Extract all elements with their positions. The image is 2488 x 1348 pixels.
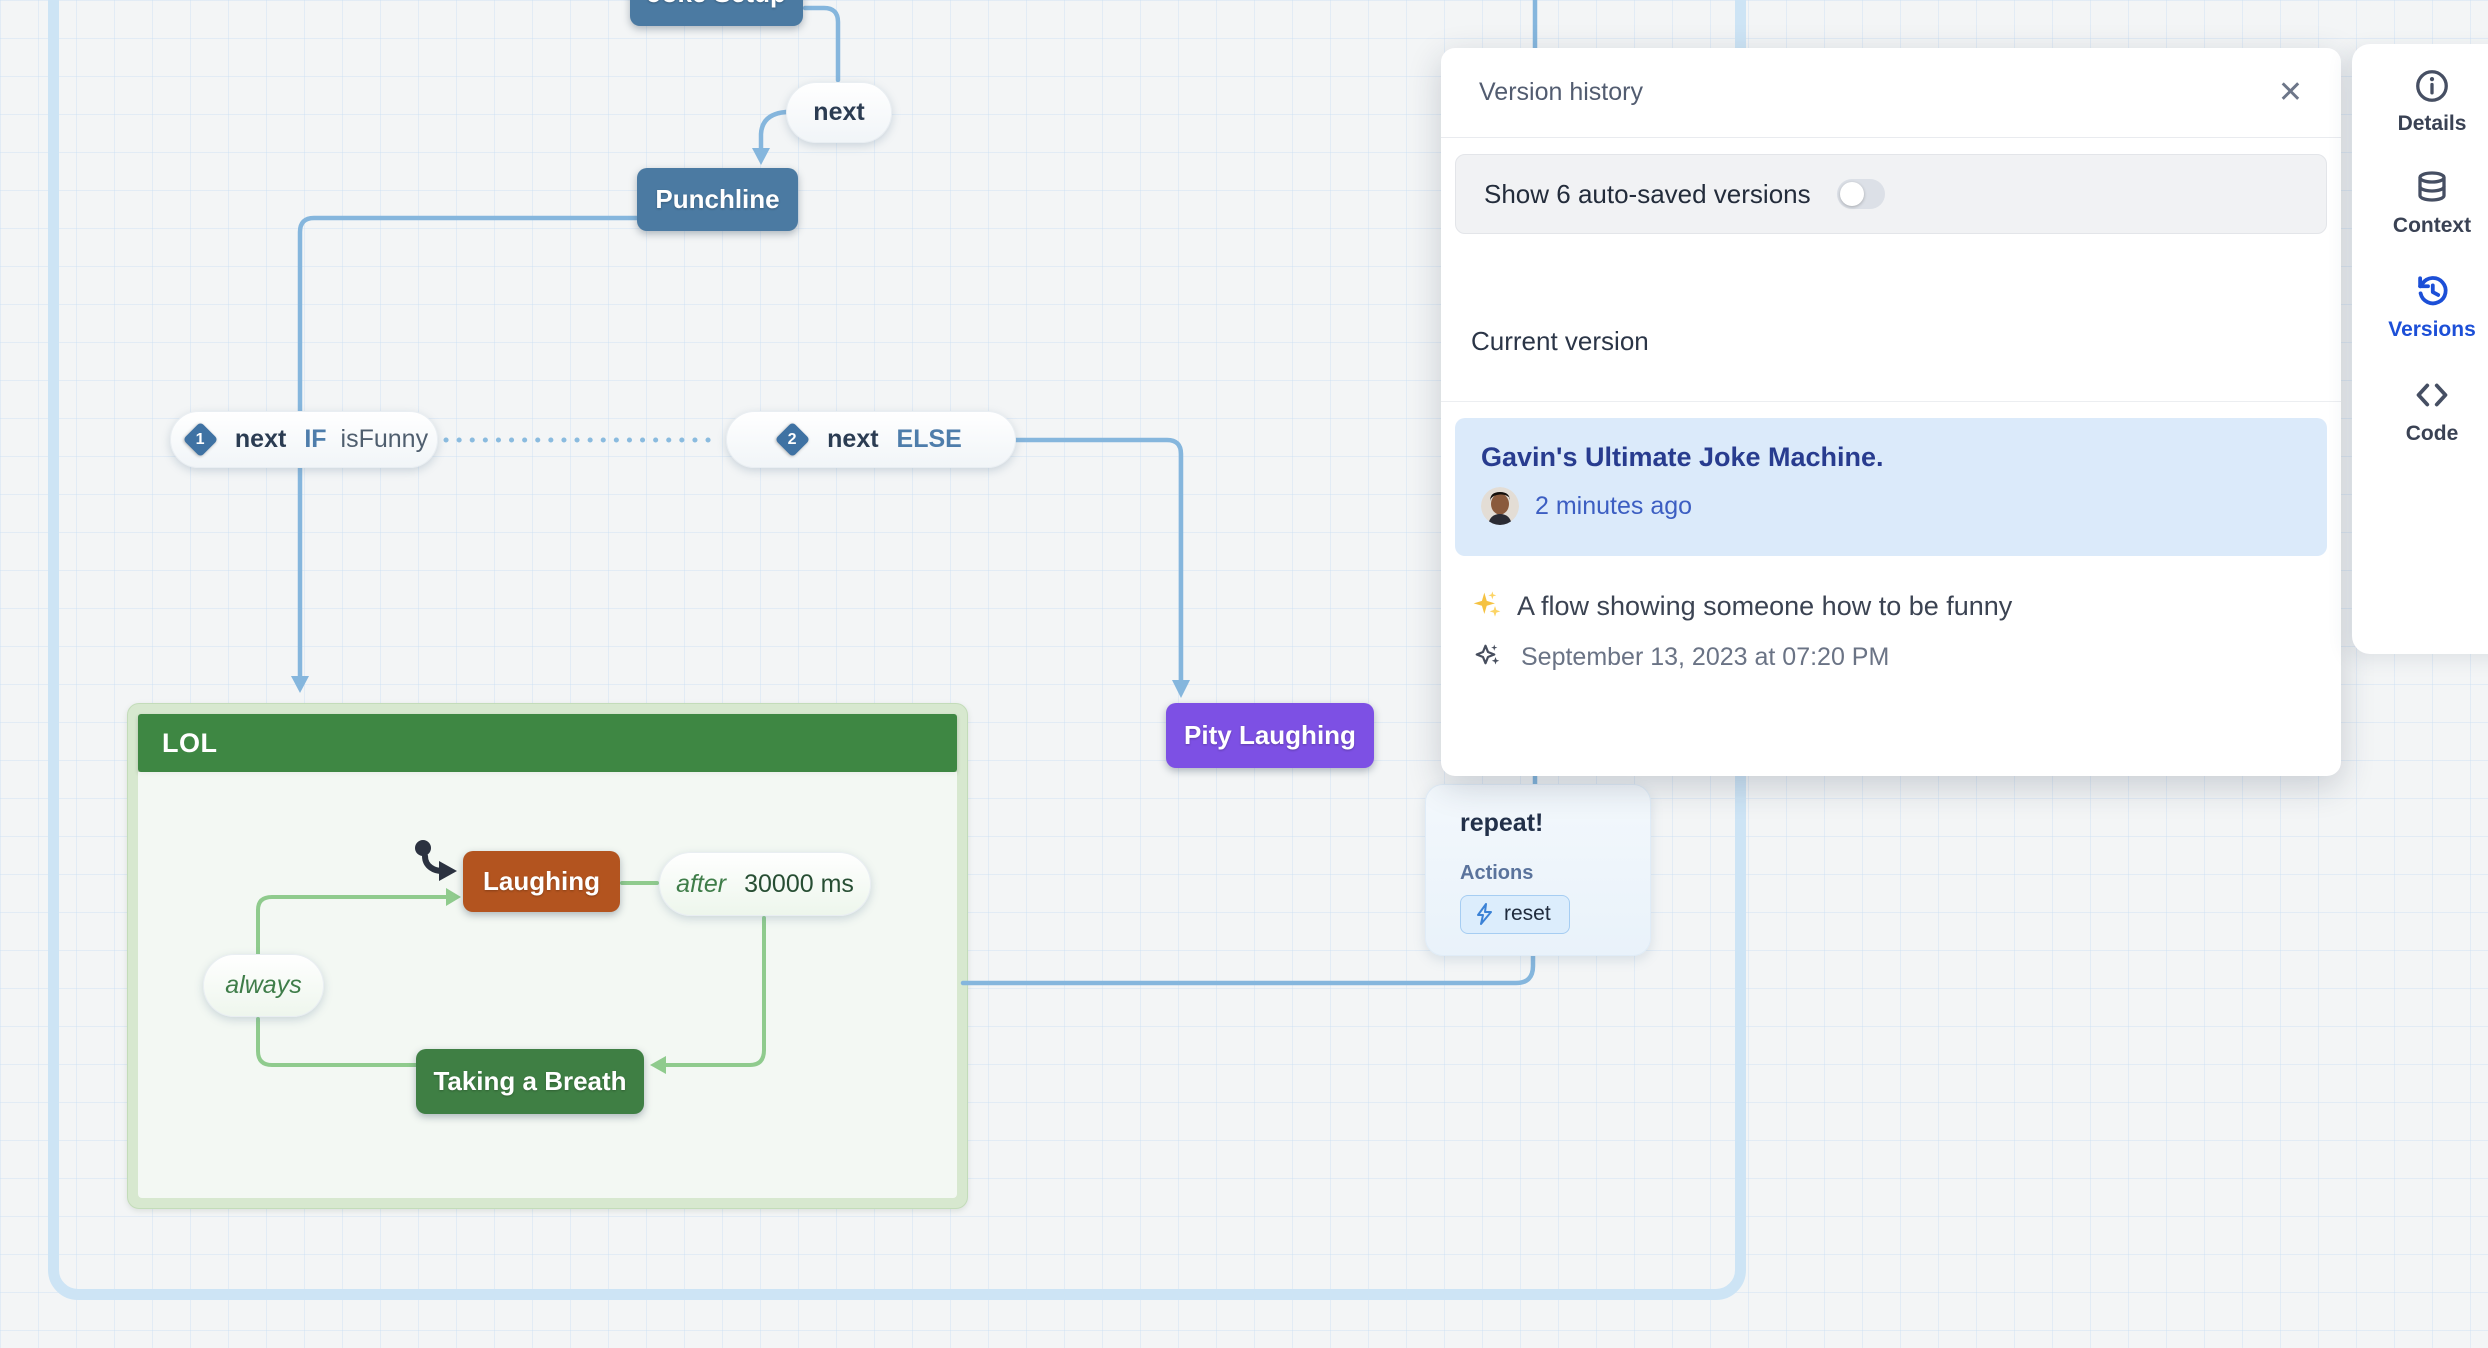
transition-pill-if-isfunny[interactable]: 1 next IF isFunny — [170, 411, 438, 468]
version-date: September 13, 2023 at 07:20 PM — [1521, 642, 1890, 671]
code-icon — [2416, 383, 2448, 407]
version-panel-header: Version history ✕ — [1441, 48, 2341, 138]
current-version-heading: Current version — [1471, 326, 1649, 356]
lol-group-label: LOL — [162, 727, 218, 758]
version-history-panel: Version history ✕ Show 6 auto-saved vers… — [1441, 48, 2341, 776]
database-icon — [2418, 171, 2446, 202]
auto-saved-toggle-label: Show 6 auto-saved versions — [1484, 178, 1811, 209]
sparkles-emoji-icon — [1473, 591, 1501, 617]
lightning-bolt-icon — [1477, 903, 1492, 925]
history-icon — [2418, 276, 2448, 306]
auto-saved-toggle[interactable] — [1836, 179, 1885, 209]
taking-a-breath-label: Taking a Breath — [433, 1066, 627, 1096]
next-label: next — [813, 98, 865, 126]
toolbar-item-versions[interactable]: Versions — [2352, 272, 2488, 342]
repeat-event-title: repeat! — [1460, 809, 1544, 837]
auto-saved-toggle-row: Show 6 auto-saved versions — [1455, 154, 2327, 234]
event-card-repeat[interactable]: repeat! Actions reset — [1425, 784, 1651, 956]
lol-group-header[interactable]: LOL — [138, 714, 957, 772]
punchline-label: Punchline — [655, 184, 780, 214]
pity-laughing-label: Pity Laughing — [1184, 720, 1356, 750]
state-node-taking-a-breath[interactable]: Taking a Breath — [416, 1049, 644, 1114]
if-keyword: IF — [304, 425, 327, 453]
state-node-laughing[interactable]: Laughing — [463, 851, 620, 912]
laughing-label: Laughing — [483, 866, 600, 896]
divider — [1441, 401, 2341, 402]
info-icon — [2416, 70, 2448, 102]
else-keyword: ELSE — [896, 425, 962, 453]
reset-action-chip[interactable]: reset — [1460, 895, 1570, 934]
reset-action-label: reset — [1504, 902, 1551, 925]
order-badge-1: 1 — [182, 421, 219, 458]
toolbar-item-context[interactable]: Context — [2352, 170, 2488, 238]
transition-pill-always[interactable]: always — [203, 954, 324, 1017]
transition-pill-else[interactable]: 2 next ELSE — [726, 411, 1016, 468]
close-icon[interactable]: ✕ — [2277, 75, 2303, 109]
transition-pill-after-delay[interactable]: after 30000 ms — [659, 852, 871, 916]
state-node-joke-setup[interactable]: Joke Setup — [630, 0, 803, 26]
toolbar-item-details[interactable]: Details — [2352, 68, 2488, 136]
version-panel-title: Version history — [1479, 78, 1643, 106]
else-event-label: next — [827, 425, 879, 453]
state-node-punchline[interactable]: Punchline — [637, 168, 798, 231]
toggle-knob — [1839, 182, 1864, 206]
version-timestamp: 2 minutes ago — [1535, 491, 1693, 520]
actions-label: Actions — [1460, 862, 1534, 884]
if-condition: isFunny — [340, 425, 429, 453]
joke-setup-label: Joke Setup — [647, 0, 786, 9]
right-toolbar: Details Context Versions Code — [2352, 44, 2488, 654]
order-badge-2: 2 — [774, 421, 811, 458]
state-node-lol-group[interactable]: LOL — [127, 703, 968, 1209]
version-item-previous[interactable]: A flow showing someone how to be funny S… — [1455, 582, 2327, 680]
transition-pill-next[interactable]: next — [786, 82, 892, 143]
flow-description: A flow showing someone how to be funny — [1517, 590, 2013, 621]
toolbar-item-code[interactable]: Code — [2352, 376, 2488, 446]
avatar — [1481, 487, 1519, 525]
initial-state-icon — [415, 840, 457, 881]
state-node-pity-laughing[interactable]: Pity Laughing — [1166, 703, 1374, 768]
version-item-current[interactable]: Gavin's Ultimate Joke Machine. 2 minutes… — [1455, 418, 2327, 556]
if-event-label: next — [234, 425, 287, 453]
always-label: always — [225, 971, 302, 999]
after-keyword: after — [676, 869, 727, 898]
ai-sparkle-icon — [1475, 644, 1500, 665]
after-delay-value: 30000 ms — [744, 869, 854, 898]
version-title: Gavin's Ultimate Joke Machine. — [1481, 442, 1884, 472]
